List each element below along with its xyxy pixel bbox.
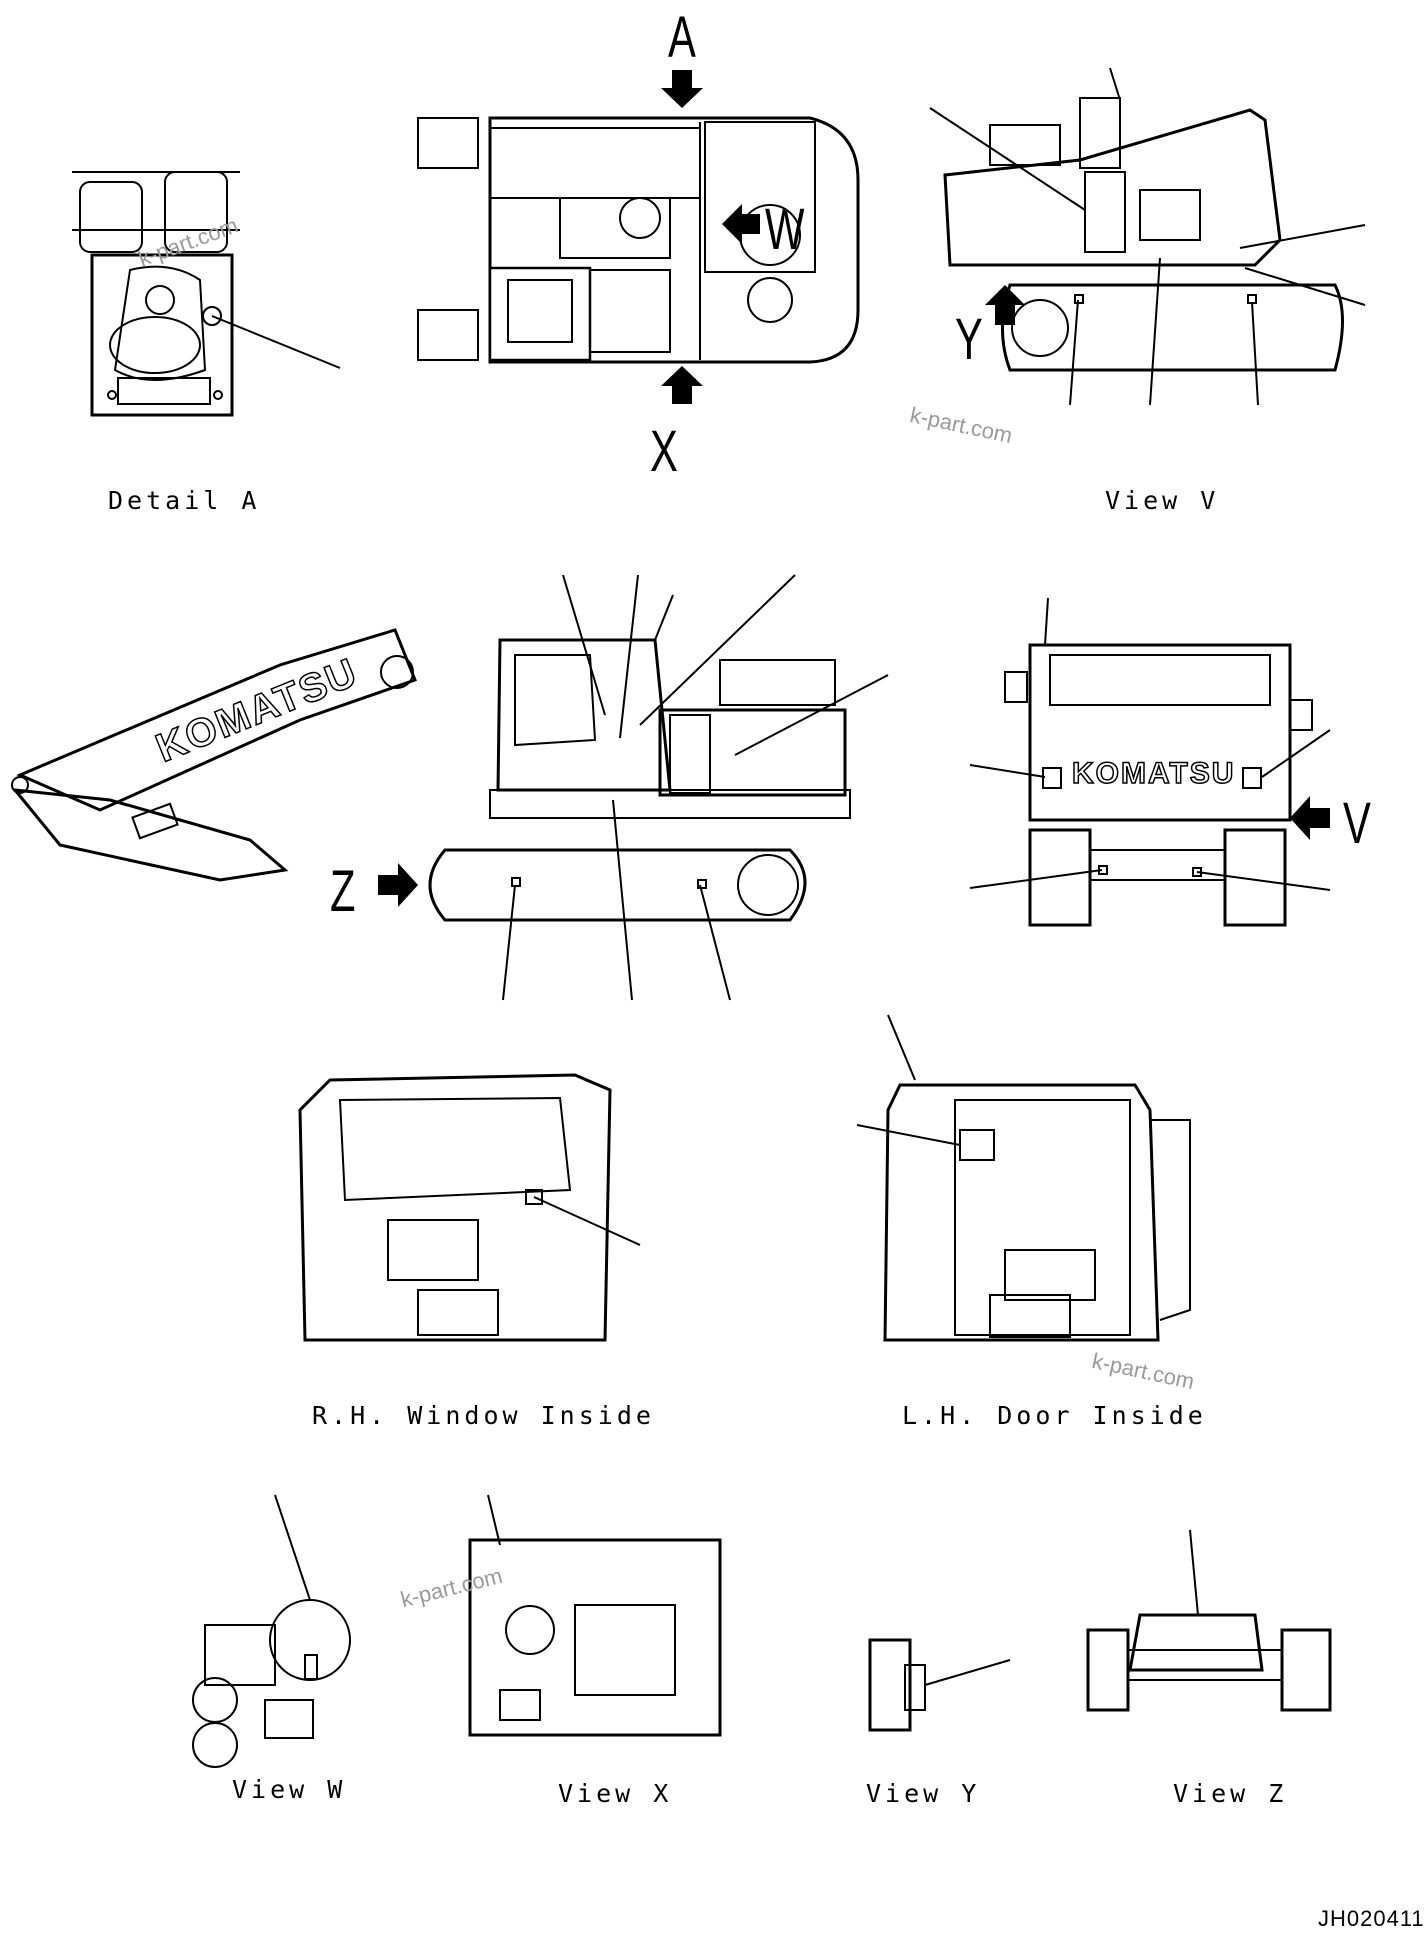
lh-door-inside-drawing <box>856 1014 1191 1342</box>
rear-brand-logo: KOMATSU <box>1071 756 1236 791</box>
rh-window-inside-drawing <box>298 1073 641 1342</box>
arrow-label-v: V <box>1343 791 1371 856</box>
arrow-label-z: Z <box>330 859 356 924</box>
caption-view-z: View Z <box>1173 1779 1288 1808</box>
caption-view-v: View V <box>1105 486 1220 515</box>
arrow-label-x: X <box>650 419 678 484</box>
caption-rh-window-inside: R.H. Window Inside <box>312 1401 655 1430</box>
caption-detail-a: Detail A <box>108 486 261 515</box>
side-view-drawing <box>11 574 889 1001</box>
rear-view-drawing <box>969 597 1331 927</box>
view-z-drawing <box>1086 1529 1332 1712</box>
arrow-label-y: Y <box>955 307 983 372</box>
top-plan-view <box>417 70 860 404</box>
arrow-label-w: W <box>765 197 805 262</box>
view-x-drawing <box>468 1494 722 1737</box>
detail-a-drawing <box>72 171 341 417</box>
drawing-code: JH020411 <box>1318 1906 1425 1931</box>
caption-view-y: View Y <box>866 1779 981 1808</box>
view-v-drawing <box>929 67 1366 406</box>
caption-view-w: View W <box>232 1775 347 1804</box>
arrow-label-a: A <box>668 5 696 70</box>
view-y-drawing <box>868 1638 1011 1732</box>
caption-lh-door-inside: L.H. Door Inside <box>902 1401 1207 1430</box>
caption-view-x: View X <box>558 1779 673 1808</box>
view-w-drawing <box>192 1494 351 1768</box>
